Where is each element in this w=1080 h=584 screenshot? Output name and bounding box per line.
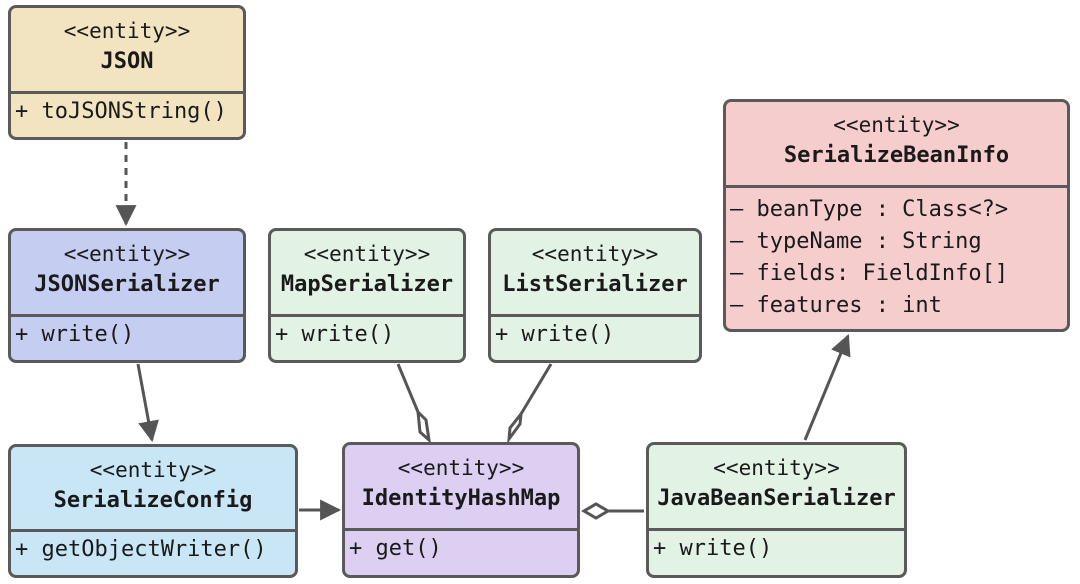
class-name: MapSerializer	[280, 272, 454, 297]
field-line: – features : int	[730, 293, 942, 318]
stereotype-label: <<entity>>	[63, 242, 191, 266]
aggregation-diamond	[416, 407, 432, 444]
class-name: SerializeBeanInfo	[783, 143, 1010, 168]
stereotype-label: <<entity>>	[63, 19, 191, 43]
class-list-serializer: <<entity>> ListSerializer + write()	[488, 228, 702, 363]
class-json-serializer: <<entity>> JSONSerializer + write()	[8, 228, 246, 363]
aggregation-diamond	[581, 502, 611, 520]
aggregation-diamond	[507, 409, 524, 445]
class-name: JavaBeanSerializer	[657, 486, 896, 511]
method-line: + write()	[275, 322, 395, 347]
method-line: + get()	[349, 536, 442, 561]
class-name: JSONSerializer	[34, 272, 220, 297]
class-serialize-config: <<entity>> SerializeConfig + getObjectWr…	[8, 444, 298, 578]
class-java-bean-serializer: <<entity>> JavaBeanSerializer + write()	[646, 442, 907, 578]
class-map-serializer: <<entity>> MapSerializer + write()	[268, 228, 466, 363]
field-line: – beanType : Class<?>	[730, 197, 1009, 222]
stereotype-label: <<entity>>	[713, 456, 840, 480]
class-name: ListSerializer	[502, 272, 688, 297]
field-line: – fields: FieldInfo[]	[730, 261, 1009, 286]
class-name: SerializeConfig	[53, 488, 253, 513]
association-edge-javabeanserializer-to-serializebeaninfo	[803, 334, 851, 441]
association-edge-jsonserializer-to-serializeconfig	[136, 363, 159, 443]
aggregation-edge-mapserializer	[396, 363, 420, 413]
class-serialize-bean-info: <<entity>> SerializeBeanInfo – beanType …	[723, 99, 1070, 332]
field-line: – typeName : String	[730, 229, 982, 254]
stereotype-label: <<entity>>	[531, 242, 659, 266]
class-name: JSON	[100, 49, 154, 74]
class-json: <<entity>> JSON + toJSONString()	[8, 5, 246, 140]
aggregation-edge-listserializer	[519, 363, 553, 415]
class-identity-hash-map: <<entity>> IdentityHashMap + get()	[342, 442, 580, 578]
stereotype-label: <<entity>>	[89, 458, 217, 482]
method-line: + getObjectWriter()	[15, 537, 267, 562]
method-line: + write()	[15, 322, 135, 347]
method-line: + toJSONString()	[15, 99, 227, 124]
class-name: IdentityHashMap	[361, 486, 561, 511]
stereotype-label: <<entity>>	[397, 456, 525, 480]
method-line: + write()	[653, 536, 773, 561]
method-line: + write()	[495, 322, 615, 347]
stereotype-label: <<entity>>	[303, 242, 431, 266]
stereotype-label: <<entity>>	[833, 113, 960, 137]
